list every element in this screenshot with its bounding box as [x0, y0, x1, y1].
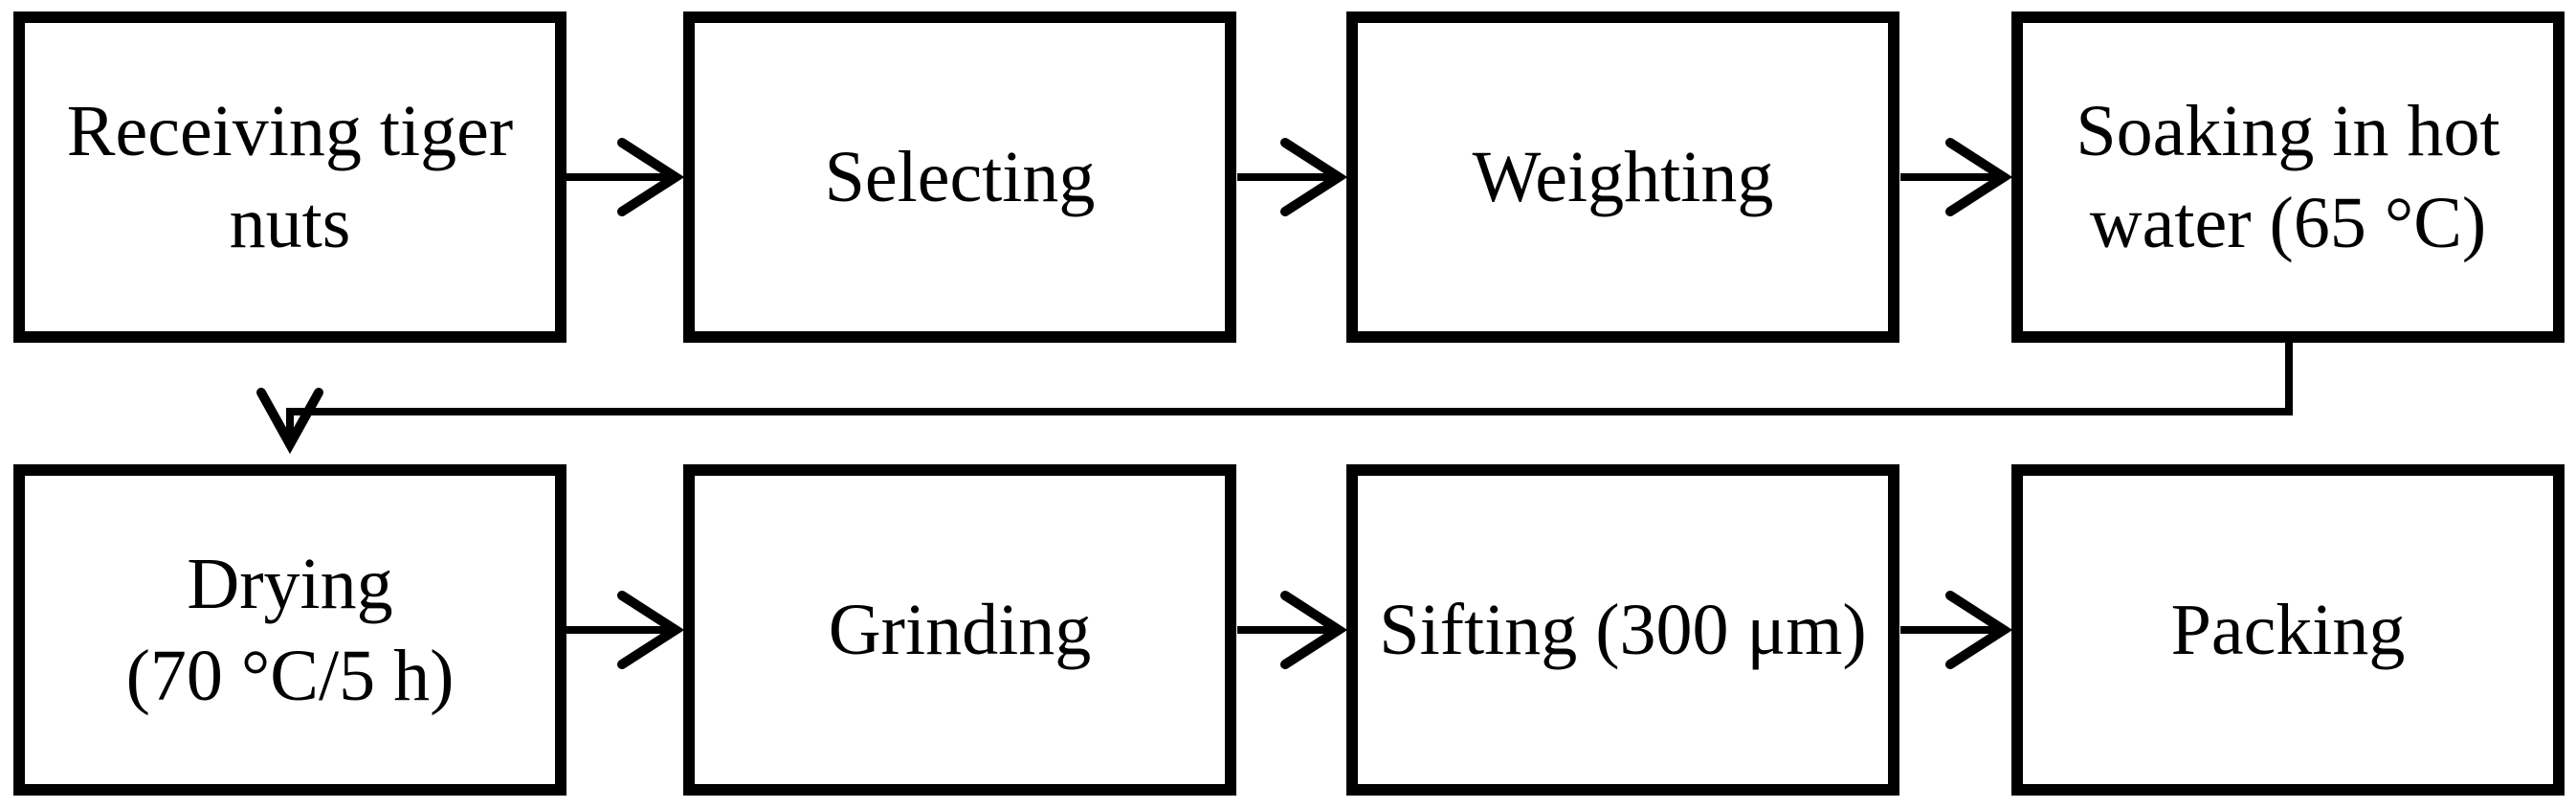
node-label-line: (70 °C/5 h) [125, 636, 455, 716]
arrow-right-icon [1237, 591, 1348, 669]
node-label-line: Weighting [1472, 137, 1774, 217]
arrow-right-icon [1237, 138, 1348, 216]
node-label-line: Sifting (300 μm) [1379, 590, 1867, 670]
node-label-line: Packing [2170, 590, 2406, 670]
node-label-line: Drying [187, 544, 393, 624]
elbow-arrow-down-connector [256, 343, 2293, 455]
arrow-right-icon [1900, 138, 2013, 216]
flow-node-receiving-tiger-nuts: Receiving tiger nuts [13, 11, 566, 343]
node-label-line: Receiving tiger [66, 91, 514, 171]
node-label-line: Soaking in hot [2076, 91, 2500, 171]
flow-node-sifting: Sifting (300 μm) [1346, 464, 1899, 796]
node-label-line: Selecting [824, 137, 1096, 217]
flow-node-soaking-in-hot-water: Soaking in hot water (65 °C) [2011, 11, 2565, 343]
flow-node-drying: Drying (70 °C/5 h) [13, 464, 566, 796]
flow-node-selecting: Selecting [683, 11, 1236, 343]
arrow-right-icon [1900, 591, 2013, 669]
flow-node-grinding: Grinding [683, 464, 1236, 796]
flow-node-packing: Packing [2011, 464, 2565, 796]
flow-node-weighting: Weighting [1346, 11, 1899, 343]
node-label-line: nuts [229, 183, 351, 263]
node-label-line: water (65 °C) [2089, 183, 2487, 263]
arrow-right-icon [566, 591, 685, 669]
arrow-right-icon [566, 138, 685, 216]
node-label-line: Grinding [828, 590, 1092, 670]
